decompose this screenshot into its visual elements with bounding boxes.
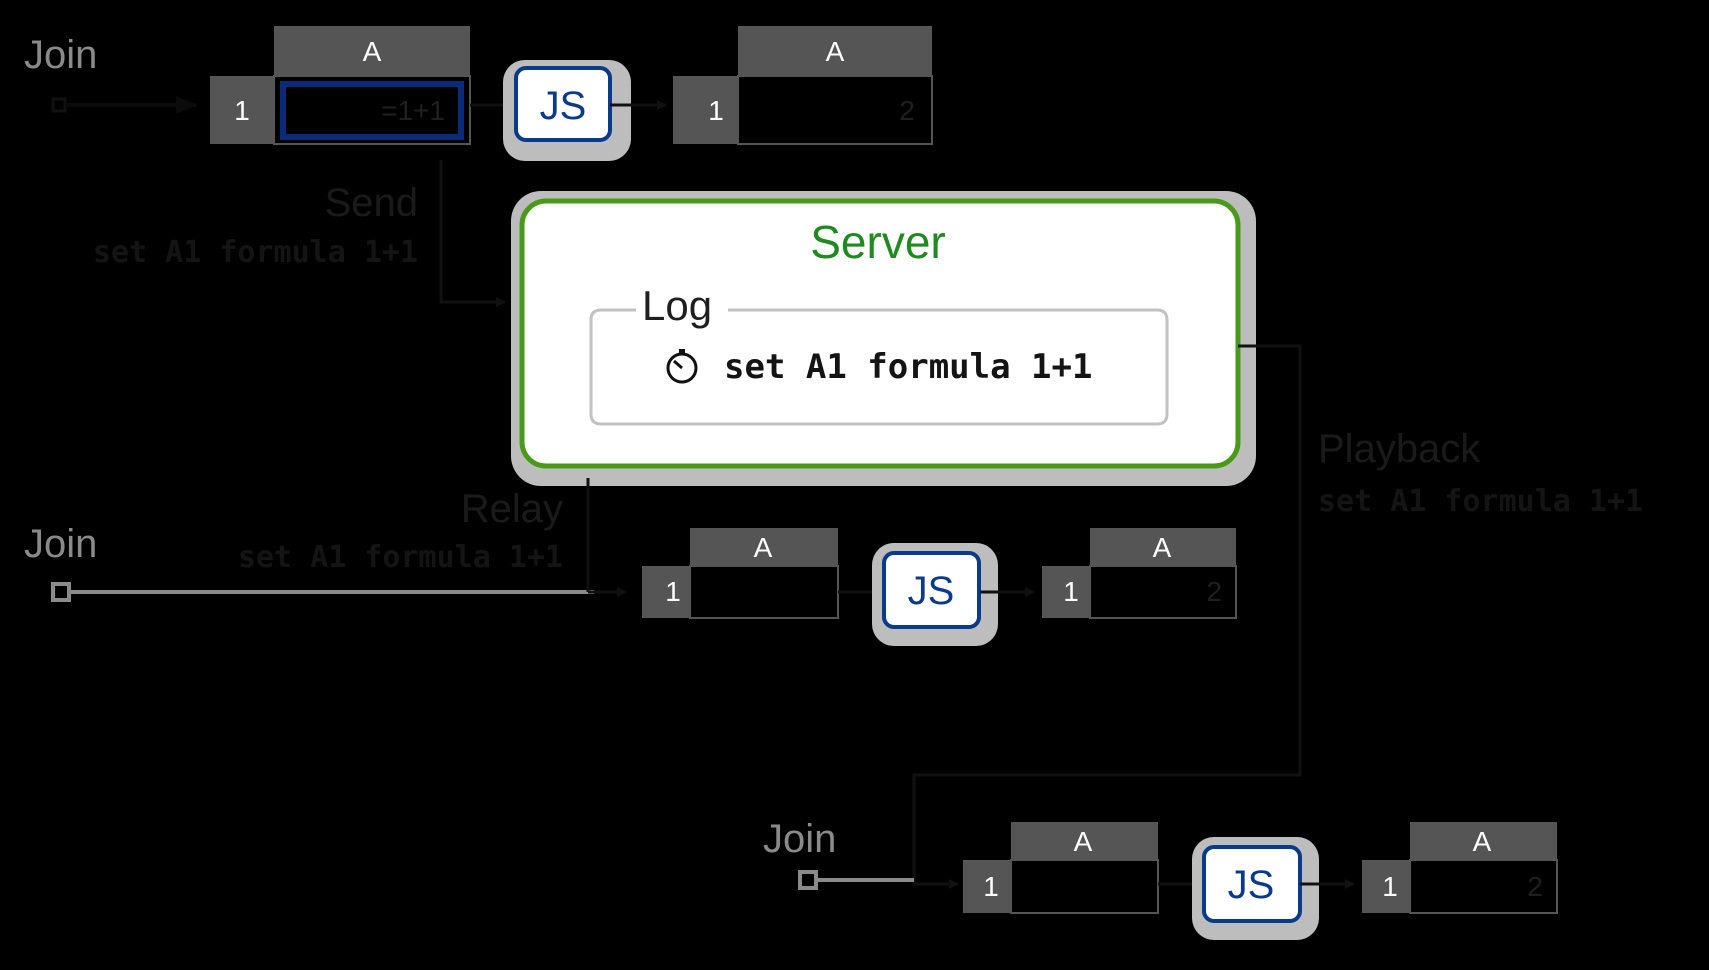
server-title: Server [810,216,945,268]
join-port-2 [51,582,71,602]
log-entry: set A1 formula 1+1 [724,347,1092,387]
column-header-label: A [754,532,773,563]
column-header-label: A [826,36,845,67]
column-header-label: A [363,36,382,67]
join-port-3 [798,870,818,890]
join-label-2: Join [24,522,97,566]
js-label-3: JS [1228,863,1275,907]
send-label: Send [325,181,418,225]
relay-command: set A1 formula 1+1 [238,540,563,575]
cell-a1-value-3: 2 [1527,871,1543,902]
playback-arrow [912,344,1302,889]
row-header-label: 1 [234,95,250,126]
send-command: set A1 formula 1+1 [93,235,418,270]
row-header [210,76,274,144]
cell-a1-result-3[interactable] [1409,859,1558,914]
column-header-label: A [1074,826,1093,857]
cell-a1-result-2[interactable] [1089,565,1237,619]
relay-label: Relay [461,487,563,531]
cell-grid-result-1: A 1 2 [673,26,933,145]
playback-label: Playback [1318,427,1481,471]
row-header-label: 1 [708,95,724,126]
join-label-1: Join [24,33,97,77]
cell-a1-value-2: 2 [1206,576,1222,607]
cell-grid-result-3: A 1 2 [1362,822,1558,914]
cell-a1-relay[interactable] [689,565,839,619]
row-header-label: 1 [1063,576,1079,607]
cell-grid-playback: A 1 [963,822,1159,914]
join-label-3: Join [763,817,836,861]
cell-grid-relay: A 1 [642,528,839,619]
column-header-label: A [1473,826,1492,857]
cell-a1[interactable] [273,75,471,145]
column-header [274,26,470,76]
log-panel [589,308,1169,426]
cell-a1-formula: =1+1 [381,95,445,126]
send-arrow [439,160,506,307]
cell-a1-playback[interactable] [1010,859,1159,914]
server-box: Server Log set A1 formula 1+1 [511,191,1256,486]
row-header-label: 1 [1382,871,1398,902]
cell-selection [280,81,464,140]
row-header-label: 1 [983,871,999,902]
js-engine-1: JS [503,60,631,161]
cell-grid-input: A 1 =1+1 [210,26,471,145]
column-header-label: A [1153,532,1172,563]
cell-a1-result[interactable] [737,75,933,145]
js-engine-3: JS [1192,837,1319,940]
stopwatch-icon [666,349,698,384]
cell-a1-value: 2 [899,95,915,126]
row-header-label: 1 [665,576,681,607]
join-port-1 [51,97,67,113]
playback-command: set A1 formula 1+1 [1318,484,1643,519]
js-label-1: JS [540,84,587,128]
cell-grid-result-2: A 1 2 [1042,528,1237,619]
js-label-2: JS [908,569,955,613]
js-engine-2: JS [872,543,998,646]
log-title: Log [642,282,712,329]
